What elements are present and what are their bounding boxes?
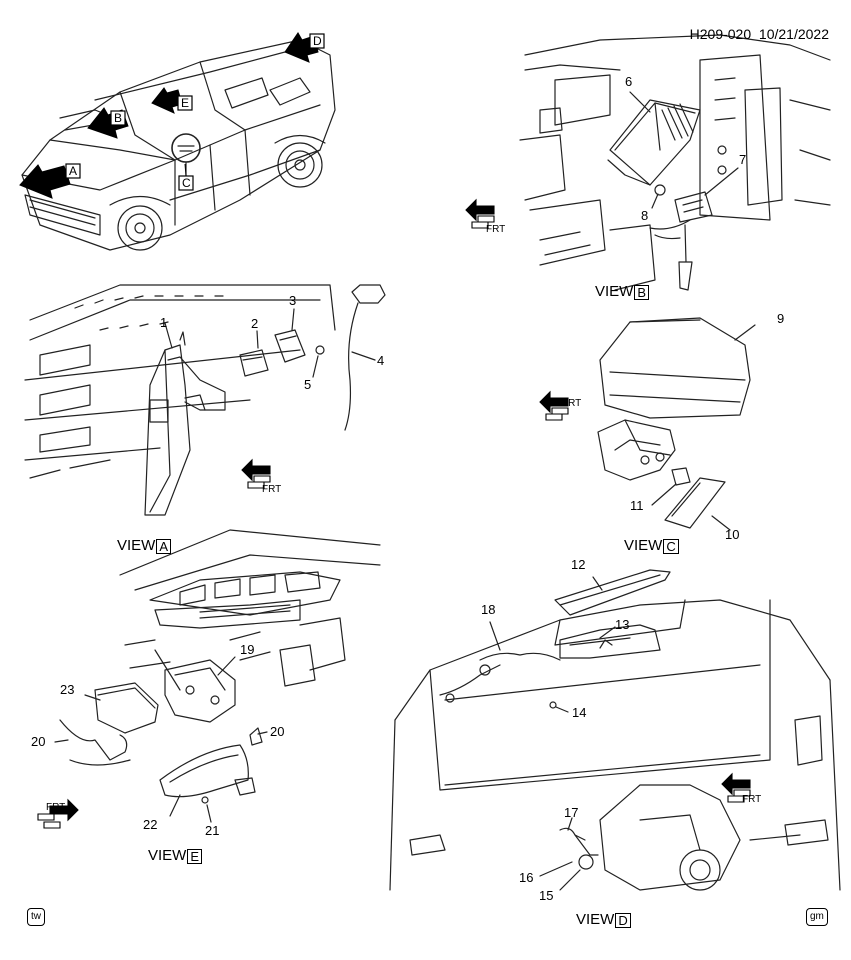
part-label-13: 13 bbox=[615, 617, 630, 632]
callout-arrow-a bbox=[19, 164, 71, 199]
callout-box-c: C bbox=[178, 175, 194, 191]
part-label-9: 9 bbox=[777, 311, 785, 326]
part-label-3: 3 bbox=[289, 293, 297, 308]
frt-arrow-view-b bbox=[465, 198, 495, 229]
svg-text:D: D bbox=[313, 34, 322, 48]
frt-label-view-b: FRT bbox=[486, 224, 505, 235]
callout-box-a: A bbox=[65, 163, 81, 179]
view-c-prefix: VIEW bbox=[624, 537, 663, 554]
callout-box-e: E bbox=[177, 95, 193, 111]
part-label-7: 7 bbox=[739, 152, 747, 167]
part-label-6: 6 bbox=[625, 74, 633, 89]
drawing-header: H209-020 10/21/2022 bbox=[690, 26, 829, 42]
frt-arrows bbox=[37, 198, 751, 829]
view-e-illustration bbox=[54, 529, 381, 823]
view-d-illustration bbox=[389, 569, 841, 891]
part-label-5: 5 bbox=[304, 377, 312, 392]
svg-text:C: C bbox=[182, 176, 191, 190]
view-d-prefix: VIEW bbox=[576, 911, 615, 928]
part-label-23: 23 bbox=[60, 682, 75, 697]
part-label-22: 22 bbox=[143, 817, 158, 832]
view-c-letter: C bbox=[663, 538, 679, 554]
frt-label-view-e: FRT bbox=[46, 802, 65, 813]
frt-arrow-view-d bbox=[721, 772, 751, 803]
view-a-letter: A bbox=[156, 538, 172, 554]
frt-arrow-view-a bbox=[241, 458, 271, 489]
part-label-20-left: 20 bbox=[31, 734, 46, 749]
view-c-illustration bbox=[597, 317, 756, 531]
frt-arrow-view-e bbox=[37, 798, 79, 829]
drawing-code: H209-020 bbox=[689, 26, 752, 42]
part-label-20-right: 20 bbox=[270, 724, 285, 739]
part-label-12: 12 bbox=[571, 557, 586, 572]
part-label-18: 18 bbox=[481, 602, 496, 617]
gm-logo-badge: gm bbox=[806, 908, 828, 926]
view-e-letter: E bbox=[187, 848, 203, 864]
part-label-16: 16 bbox=[519, 870, 534, 885]
view-a-prefix: VIEW bbox=[117, 537, 156, 554]
part-label-10: 10 bbox=[725, 527, 740, 542]
callout-box-d: D bbox=[309, 33, 325, 49]
callout-arrows bbox=[19, 32, 319, 199]
svg-text:B: B bbox=[114, 111, 122, 125]
view-b-letter: B bbox=[634, 284, 650, 300]
frt-label-view-c: FRT bbox=[562, 398, 581, 409]
view-b-prefix: VIEW bbox=[595, 283, 634, 300]
part-label-15: 15 bbox=[539, 888, 554, 903]
view-a-illustration bbox=[24, 284, 386, 516]
callout-box-b: B bbox=[110, 110, 126, 126]
view-b-illustration bbox=[519, 34, 831, 291]
svg-text:E: E bbox=[181, 96, 189, 110]
part-label-1: 1 bbox=[160, 315, 168, 330]
part-label-4: 4 bbox=[377, 353, 385, 368]
part-label-8: 8 bbox=[641, 208, 649, 223]
frt-arrow-view-c bbox=[539, 390, 569, 421]
part-label-11: 11 bbox=[630, 498, 644, 513]
part-label-19: 19 bbox=[240, 642, 255, 657]
part-label-2: 2 bbox=[251, 316, 259, 331]
tw-badge: tw bbox=[27, 908, 45, 926]
drawing-date: 10/21/2022 bbox=[758, 26, 829, 42]
vehicle-illustration bbox=[21, 39, 336, 251]
view-e-prefix: VIEW bbox=[148, 847, 187, 864]
part-label-14: 14 bbox=[572, 705, 587, 720]
part-label-21: 21 bbox=[205, 823, 220, 838]
callout-arrow-c bbox=[184, 163, 187, 177]
view-d-letter: D bbox=[615, 912, 631, 928]
svg-text:A: A bbox=[69, 164, 77, 178]
part-label-17: 17 bbox=[564, 805, 579, 820]
frt-label-view-d: FRT bbox=[742, 794, 761, 805]
frt-label-view-a: FRT bbox=[262, 484, 281, 495]
